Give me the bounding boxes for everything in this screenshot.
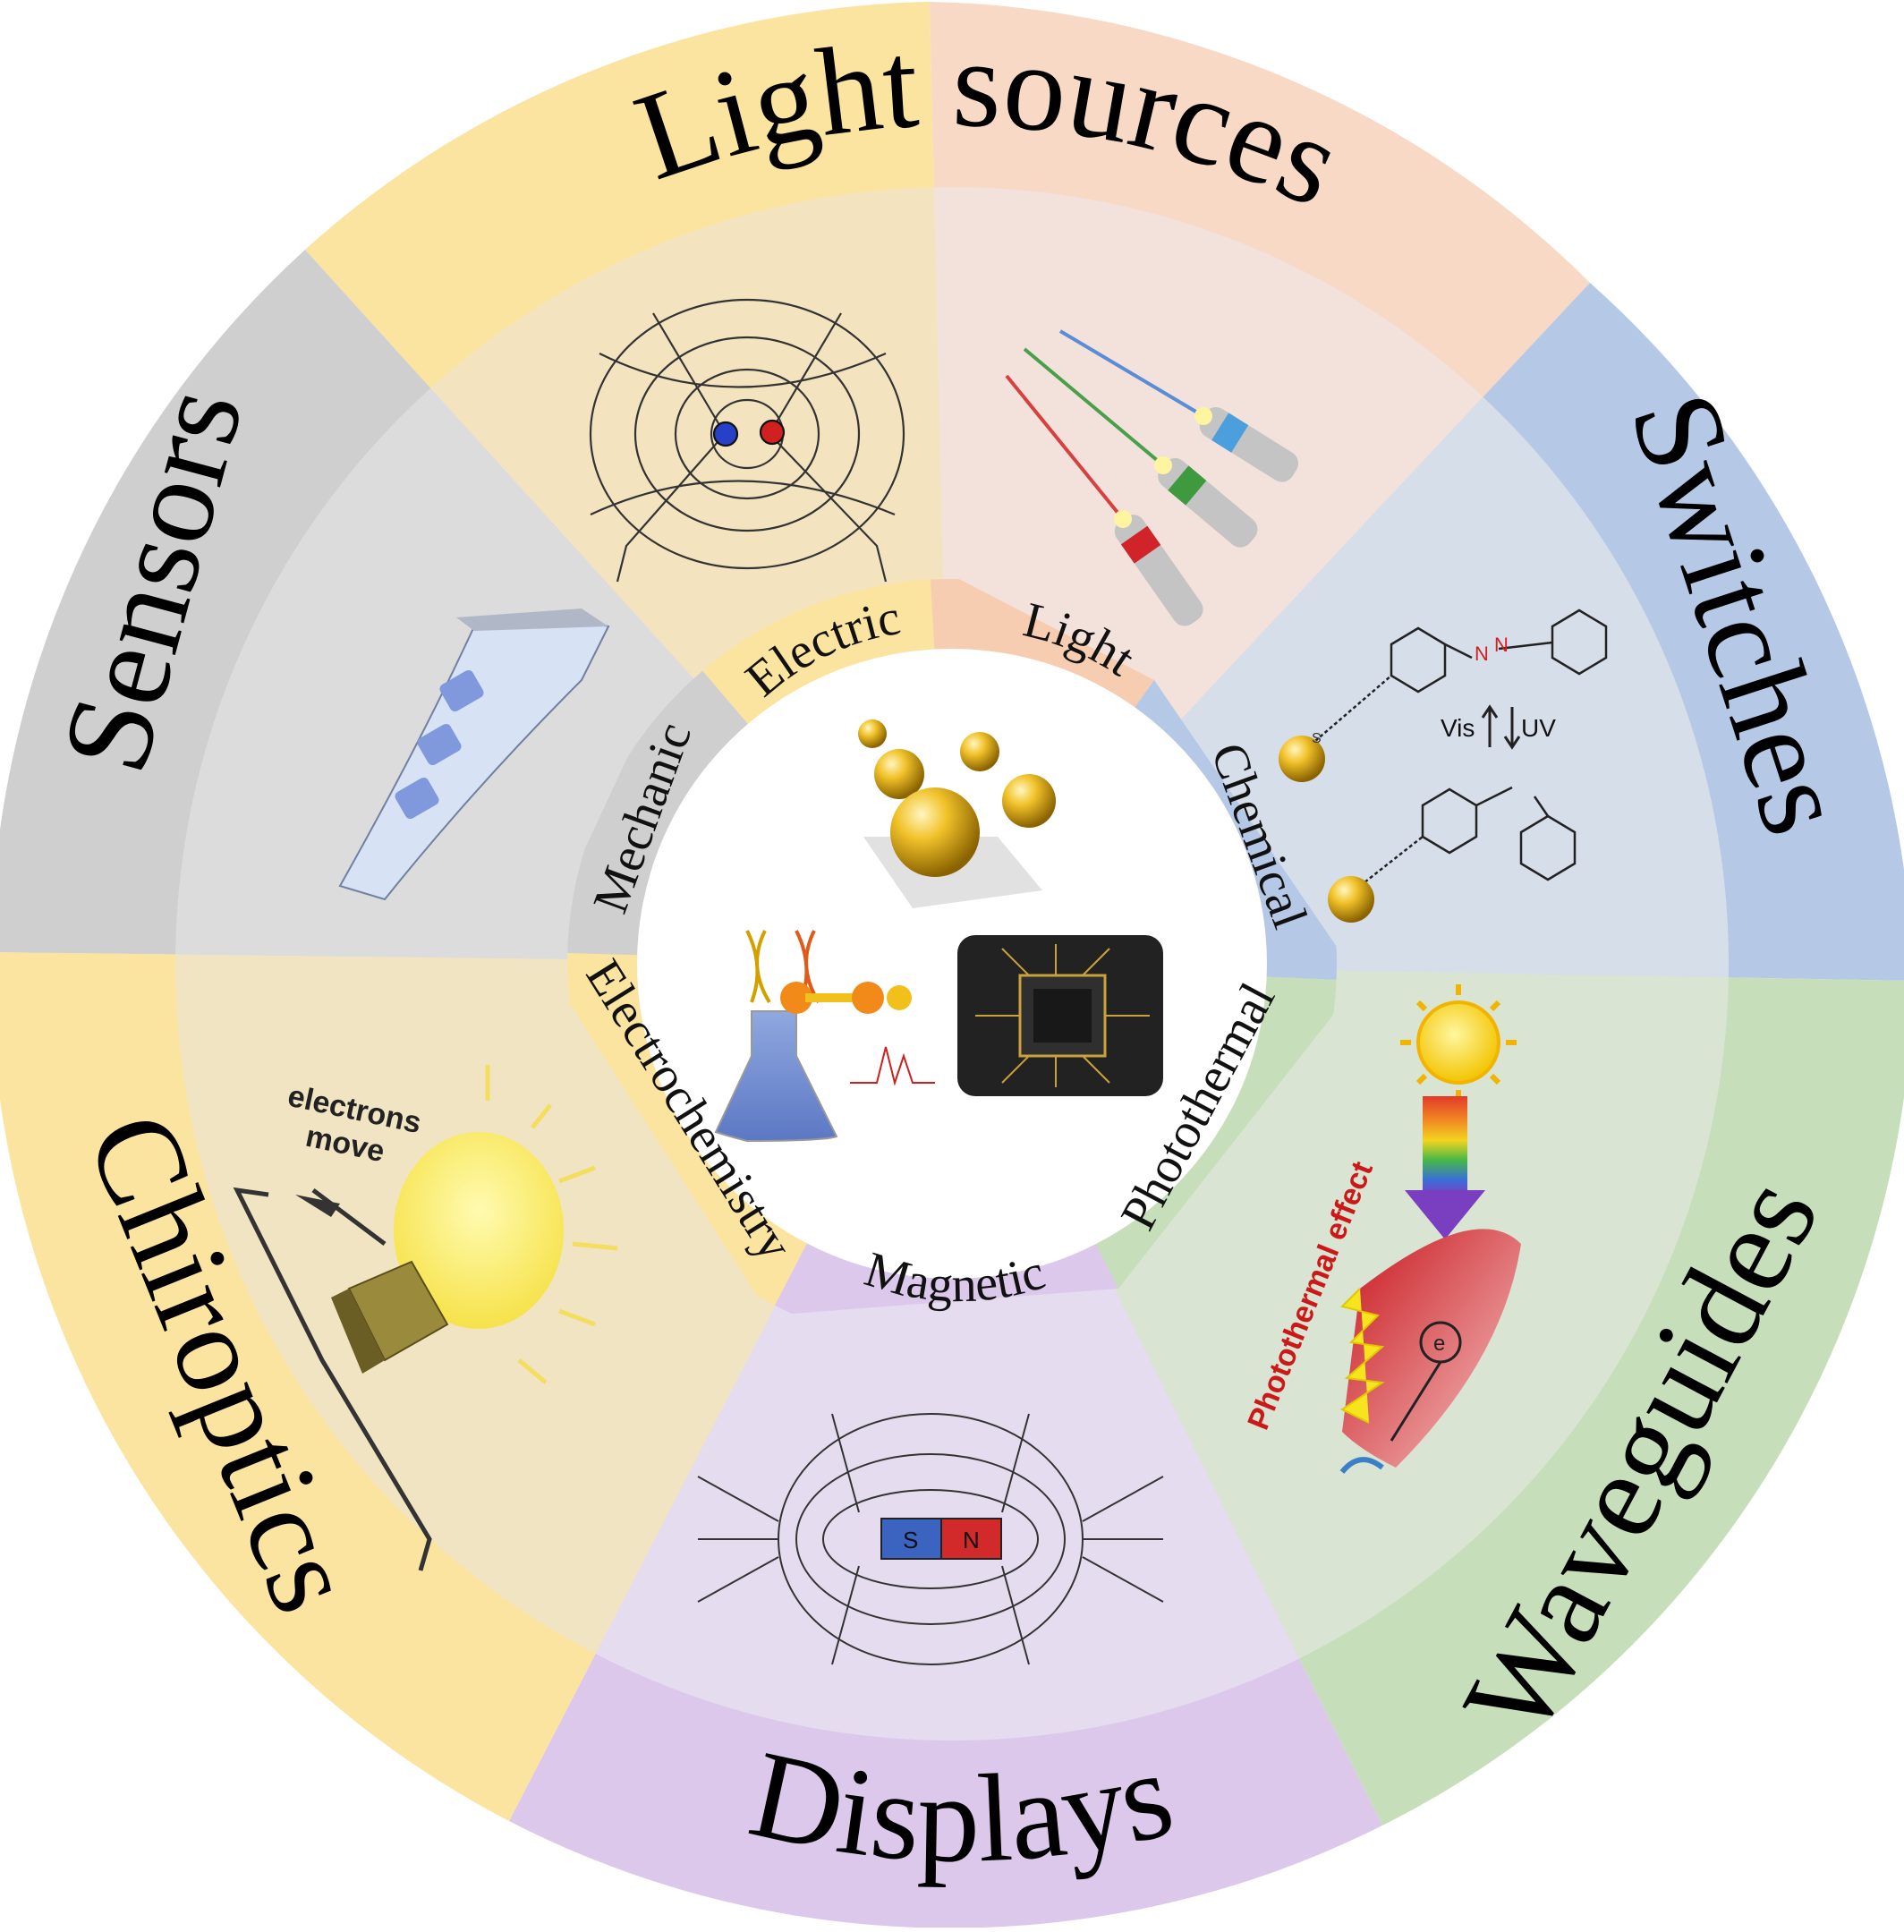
flexible-sensor-icon xyxy=(338,609,610,901)
sun-icon xyxy=(1416,1000,1500,1085)
magnet-south-label: S xyxy=(903,1527,918,1553)
uv-light-label: UV xyxy=(1521,714,1556,742)
azo-nitrogen-1: N xyxy=(1475,643,1489,665)
flask-dna-icon xyxy=(714,930,935,1143)
magnet-north-label: N xyxy=(963,1527,980,1553)
photothermal-icon xyxy=(1339,984,1521,1474)
azobenzene-switch-icon xyxy=(1314,609,1608,887)
label-displays: Displays xyxy=(739,1723,1186,1888)
visible-light-label: Vis xyxy=(1441,714,1475,742)
gold-nanoparticle-upper xyxy=(1279,736,1325,782)
electron-symbol: e xyxy=(1433,1332,1445,1356)
thiol-sulfur-label: S xyxy=(1312,731,1322,746)
bar-magnet-icon xyxy=(697,1413,1164,1665)
azo-nitrogen-2: N xyxy=(1494,634,1509,656)
gold-nanoparticles-icon xyxy=(858,719,1056,908)
microchip-icon xyxy=(957,935,1163,1096)
light-bulb-icon xyxy=(233,1065,618,1571)
laser-pointers-icon xyxy=(1005,329,1299,626)
electric-dipole-icon xyxy=(589,298,905,583)
gold-nanoparticle-lower xyxy=(1328,876,1374,923)
